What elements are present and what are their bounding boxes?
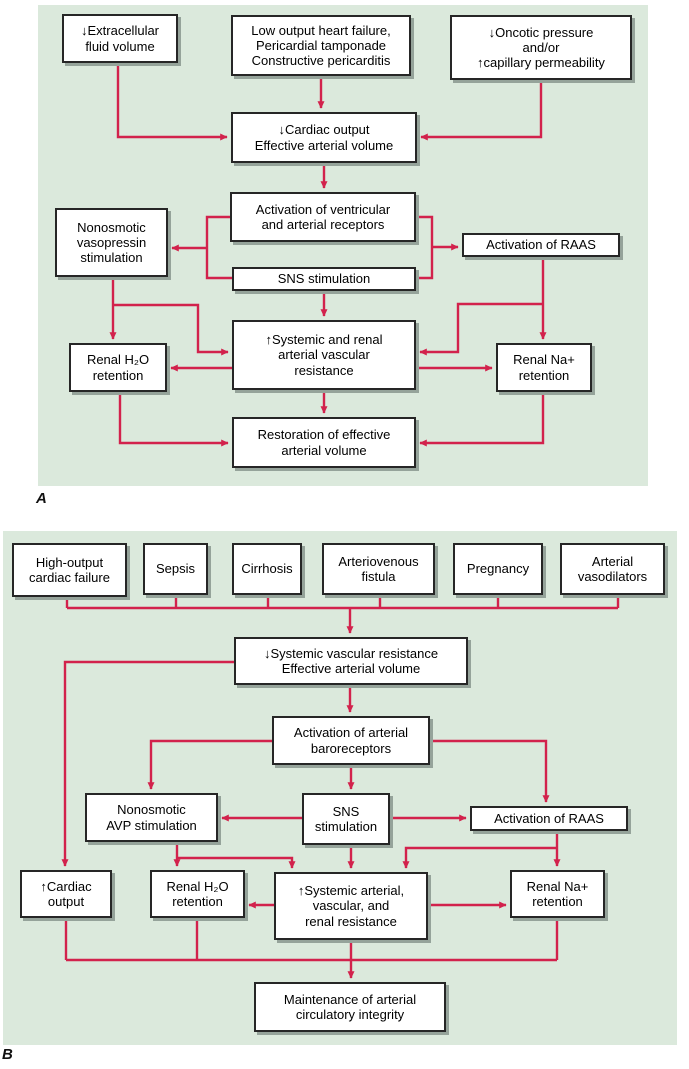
box-systemic-renal-vascular-resistance: ↑Systemic and renal arterial vascular re… [232, 320, 416, 390]
box-cirrhosis: Cirrhosis [232, 543, 302, 595]
box-restoration-effective-arterial-volume: Restoration of effective arterial volume [232, 417, 416, 468]
flow-arrow [430, 739, 550, 803]
box-nonosmotic-avp-stimulation: Nonosmotic AVP stimulation [85, 793, 218, 842]
flow-connector [205, 215, 232, 280]
flow-arrow [402, 846, 557, 869]
box-activation-arterial-baroreceptors: Activation of arterial baroreceptors [272, 716, 430, 765]
box-activation-of-raas-a: Activation of RAAS [462, 233, 620, 257]
box-renal-na-retention-b: Renal Na+ retention [510, 870, 605, 918]
box-maintenance-arterial-circulatory-integrity: Maintenance of arterial circulatory inte… [254, 982, 446, 1032]
flow-arrow [113, 303, 229, 356]
box-sns-stimulation-a: SNS stimulation [232, 267, 416, 291]
flow-connector [416, 215, 434, 280]
box-extracellular-fluid-volume: ↓Extracellular fluid volume [62, 14, 178, 63]
box-cardiac-output-up: ↑Cardiac output [20, 870, 112, 918]
box-nonosmotic-vasopressin-stimulation: Nonosmotic vasopressin stimulation [55, 208, 168, 277]
panel-b-label: B [2, 1046, 13, 1063]
box-activation-of-raas-b: Activation of RAAS [470, 806, 628, 831]
flow-arrow [177, 856, 296, 869]
box-sepsis: Sepsis [143, 543, 208, 595]
box-systemic-vascular-resistance-effective-arterial-volume: ↓Systemic vascular resistance Effective … [234, 637, 468, 685]
box-oncotic-pressure: ↓Oncotic pressure and/or ↑capillary perm… [450, 15, 632, 80]
flow-arrow [419, 392, 545, 447]
panel-a-label: A [36, 490, 47, 507]
box-systemic-arterial-vascular-renal-resistance: ↑Systemic arterial, vascular, and renal … [274, 872, 428, 940]
flow-arrow [147, 739, 272, 790]
box-renal-h2o-retention-b: Renal H₂O retention [150, 870, 245, 918]
box-arterial-vasodilators: Arterial vasodilators [560, 543, 665, 595]
box-sns-stimulation-b: SNS stimulation [302, 793, 390, 845]
flow-arrow [420, 80, 543, 141]
box-high-output-cardiac-failure: High-output cardiac failure [12, 543, 127, 597]
box-arteriovenous-fistula: Arteriovenous fistula [322, 543, 435, 595]
flow-arrow [61, 660, 234, 867]
box-ventricular-arterial-receptors: Activation of ventricular and arterial r… [230, 192, 416, 242]
flow-arrow [419, 302, 543, 356]
box-renal-h2o-retention-a: Renal H₂O retention [69, 343, 167, 392]
box-low-output-heart-failure: Low output heart failure, Pericardial ta… [231, 15, 411, 76]
box-cardiac-output-effective-arterial-volume: ↓Cardiac output Effective arterial volum… [231, 112, 417, 163]
flow-arrow [116, 63, 228, 141]
box-renal-na-retention-a: Renal Na+ retention [496, 343, 592, 392]
box-pregnancy: Pregnancy [453, 543, 543, 595]
flow-arrow [118, 392, 229, 447]
